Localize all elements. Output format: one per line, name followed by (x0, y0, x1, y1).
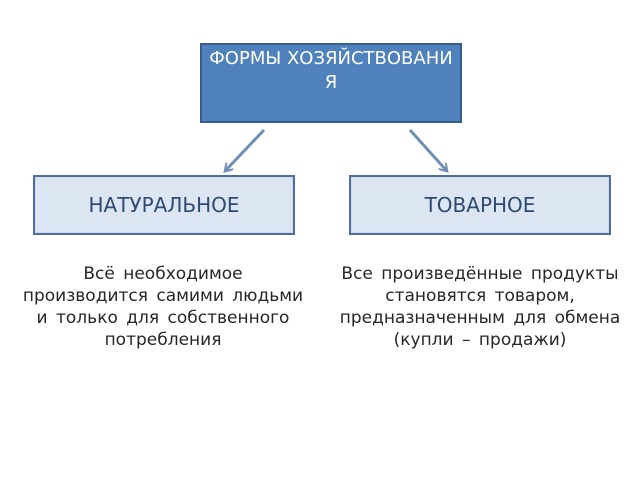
arrow-to-natural (226, 128, 266, 170)
branch-natural-label: НАТУРАЛЬНОЕ (88, 193, 240, 217)
natural-description: Всё необходимое производится самими людь… (22, 264, 304, 350)
branch-natural: НАТУРАЛЬНОЕ (33, 175, 295, 235)
arrow-to-commodity (408, 128, 446, 170)
branch-commodity: ТОВАРНОЕ (349, 175, 611, 235)
root-node-label: ФОРМЫ ХОЗЯЙСТВОВАНИЯ (209, 48, 453, 93)
root-node: ФОРМЫ ХОЗЯЙСТВОВАНИЯ (200, 43, 462, 123)
commodity-description: Все произведённые продукты становятся то… (339, 264, 621, 350)
branch-commodity-label: ТОВАРНОЕ (424, 193, 536, 217)
